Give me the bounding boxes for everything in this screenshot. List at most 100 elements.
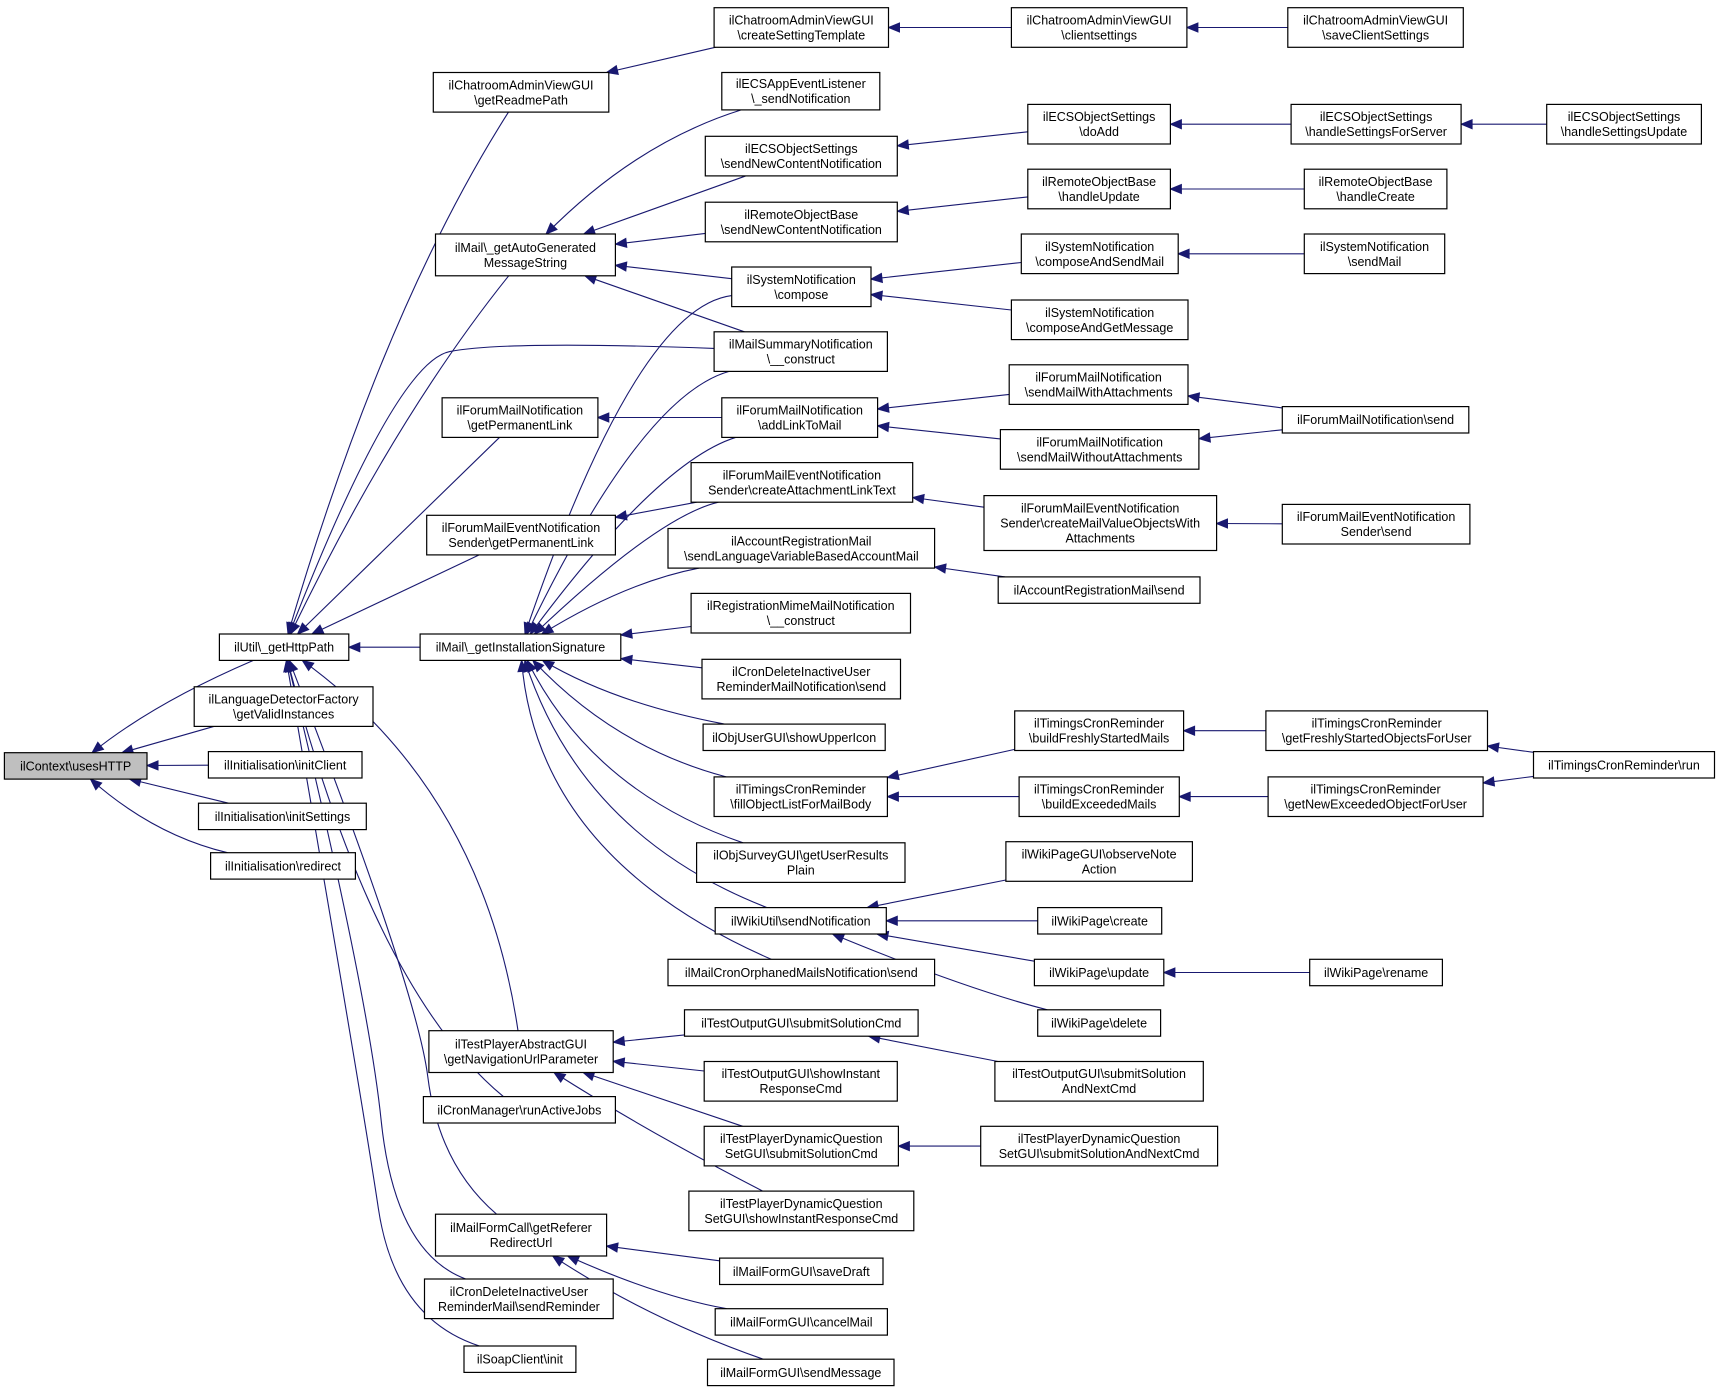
node-accsend[interactable]: ilAccountRegistrationMail\send xyxy=(997,576,1201,604)
arrowhead-timingsgetexceeded-to-timingsexceeded xyxy=(1177,791,1191,802)
node-label-line: ilChatroomAdminViewGUI xyxy=(449,78,594,92)
node-chatclient[interactable]: ilChatroomAdminViewGUI\clientsettings xyxy=(1010,7,1188,48)
node-remotecreate[interactable]: ilRemoteObjectBase\handleCreate xyxy=(1303,168,1448,210)
node-cancelmail[interactable]: ilMailFormGUI\cancelMail xyxy=(714,1308,889,1336)
node-syscomposeget[interactable]: ilSystemNotification\composeAndGetMessag… xyxy=(1010,299,1189,341)
node-syscomposesend[interactable]: ilSystemNotification\composeAndSendMail xyxy=(1020,233,1179,275)
arrowhead-timingsrun-to-timingsgetexceeded xyxy=(1481,776,1496,787)
node-timingsfresh[interactable]: ilTimingsCronReminder\buildFreshlyStarte… xyxy=(1014,710,1185,752)
node-box xyxy=(690,592,912,634)
node-label-line: \saveClientSettings xyxy=(1322,29,1429,43)
node-chatcreate[interactable]: ilChatroomAdminViewGUI\createSettingTemp… xyxy=(713,7,890,48)
arrowhead-syscomposeget-to-syscompose xyxy=(869,290,883,301)
arrowhead-syscompose-to-autogen xyxy=(614,261,628,272)
node-forumwithatt[interactable]: ilForumMailNotification\sendMailWithAtta… xyxy=(1008,364,1189,405)
node-forumperm[interactable]: ilForumMailNotification\getPermanentLink xyxy=(441,397,599,438)
node-redirect[interactable]: ilInitialisation\redirect xyxy=(210,852,357,880)
arrowhead-timingsfresh-to-timingsfill xyxy=(886,769,900,781)
node-box xyxy=(1281,503,1471,545)
node-timingsexceeded[interactable]: ilTimingsCronReminder\buildExceededMails xyxy=(1018,776,1180,818)
node-wikidelete[interactable]: ilWikiPage\delete xyxy=(1037,1009,1162,1037)
node-initsettings[interactable]: ilInitialisation\initSettings xyxy=(197,802,367,831)
node-label-line: ilECSObjectSettings xyxy=(1043,110,1156,124)
node-objuser[interactable]: ilObjUserGUI\showUpperIcon xyxy=(702,723,886,752)
arrowhead-wikirename-to-wikiupdate xyxy=(1162,967,1176,978)
arrowhead-syssendmail-to-syscomposesend xyxy=(1176,248,1190,260)
node-chatsave[interactable]: ilChatroomAdminViewGUI\saveClientSetting… xyxy=(1287,7,1464,48)
node-crondelrem[interactable]: ilCronDeleteInactiveUserReminderMail\sen… xyxy=(423,1278,614,1320)
node-box xyxy=(721,71,881,111)
node-label-line: \fillObjectListForMailBody xyxy=(730,798,872,812)
node-box xyxy=(1546,103,1702,145)
node-box xyxy=(1281,406,1470,434)
node-wikirename[interactable]: ilWikiPage\rename xyxy=(1309,958,1443,987)
node-testsubmitnext[interactable]: ilTestOutputGUI\submitSolutionAndNextCmd xyxy=(994,1060,1204,1102)
node-forumwithoutatt[interactable]: ilForumMailNotification\sendMailWithoutA… xyxy=(999,429,1200,470)
node-ecsserver[interactable]: ilECSObjectSettings\handleSettingsForSer… xyxy=(1290,103,1462,145)
node-readme[interactable]: ilChatroomAdminViewGUI\getReadmePath xyxy=(432,71,610,113)
node-label-line: ilTestPlayerDynamicQuestion xyxy=(720,1132,883,1146)
node-remoteupdate[interactable]: ilRemoteObjectBase\handleUpdate xyxy=(1027,168,1172,210)
node-timingsfill[interactable]: ilTimingsCronReminder\fillObjectListForM… xyxy=(713,776,888,818)
node-label-line: ilTestOutputGUI\showInstant xyxy=(722,1067,881,1081)
node-dynshow[interactable]: ilTestPlayerDynamicQuestionSetGUI\showIn… xyxy=(688,1190,915,1232)
node-wikiupdate[interactable]: ilWikiPage\update xyxy=(1033,958,1165,987)
node-cronrun[interactable]: ilCronManager\runActiveJobs xyxy=(422,1095,616,1124)
node-dynsubmit[interactable]: ilTestPlayerDynamicQuestionSetGUI\submit… xyxy=(703,1125,900,1167)
arrowhead-ecsapp-to-autogen xyxy=(545,222,558,235)
node-forumsend[interactable]: ilForumMailNotification\send xyxy=(1281,406,1470,434)
node-testsubmit[interactable]: ilTestOutputGUI\submitSolutionCmd xyxy=(683,1009,919,1037)
node-label-line: \handleUpdate xyxy=(1058,190,1139,204)
node-timingsrun[interactable]: ilTimingsCronReminder\run xyxy=(1532,750,1716,779)
node-langdetect[interactable]: ilLanguageDetectorFactory\getValidInstan… xyxy=(193,686,374,727)
node-ecsupdate[interactable]: ilECSObjectSettings\handleSettingsUpdate xyxy=(1546,103,1702,145)
edge-wikiupdate-to-wikisend xyxy=(876,933,1035,962)
arrowhead-timingsrun-to-timingsgetfresh xyxy=(1486,742,1500,753)
node-ecsapp[interactable]: ilECSAppEventListener\_sendNotification xyxy=(721,71,881,111)
node-label-line: \sendMail xyxy=(1348,255,1402,269)
arrowhead-regmime-to-instsig xyxy=(619,628,633,639)
node-mailsummary[interactable]: ilMailSummaryNotification\__construct xyxy=(713,331,888,372)
node-sendmsg[interactable]: ilMailFormGUI\sendMessage xyxy=(706,1358,895,1387)
node-forumevcreate[interactable]: ilForumMailEventNotificationSender\creat… xyxy=(983,495,1218,552)
node-soapinit[interactable]: ilSoapClient\init xyxy=(463,1345,577,1373)
node-wikicreate[interactable]: ilWikiPage\create xyxy=(1037,906,1163,935)
node-root[interactable]: ilContext\usesHTTP xyxy=(3,752,148,780)
node-label-line: ilECSAppEventListener xyxy=(736,77,866,91)
node-testshow[interactable]: ilTestOutputGUI\showInstantResponseCmd xyxy=(703,1060,898,1102)
edge-dynshow-to-testnav xyxy=(553,1071,764,1192)
node-forumaddlink[interactable]: ilForumMailNotification\addLinkToMail xyxy=(721,397,879,438)
node-instsig[interactable]: ilMail\_getInstallationSignature xyxy=(419,633,622,661)
node-timingsgetexceeded[interactable]: ilTimingsCronReminder\getNewExceededObje… xyxy=(1267,776,1484,818)
node-crondelsend[interactable]: ilCronDeleteInactiveUserReminderMailNoti… xyxy=(701,658,902,700)
node-label-line: ilWikiUtil\sendNotification xyxy=(731,914,871,928)
node-initclient[interactable]: ilInitialisation\initClient xyxy=(207,750,363,779)
node-cronorphan[interactable]: ilMailCronOrphanedMailsNotification\send xyxy=(667,958,936,987)
node-syscompose[interactable]: ilSystemNotification\compose xyxy=(731,266,872,308)
node-accreg[interactable]: ilAccountRegistrationMail\sendLanguageVa… xyxy=(667,527,936,569)
node-wikisend[interactable]: ilWikiUtil\sendNotification xyxy=(714,906,887,935)
node-testnav[interactable]: ilTestPlayerAbstractGUI\getNavigationUrl… xyxy=(428,1030,614,1074)
node-label-line: ilSystemNotification xyxy=(1045,306,1154,320)
node-forumevattach[interactable]: ilForumMailEventNotificationSender\creat… xyxy=(690,462,914,503)
node-ecssend[interactable]: ilECSObjectSettings\sendNewContentNotifi… xyxy=(704,135,898,177)
node-forumevperm[interactable]: ilForumMailEventNotificationSender\getPe… xyxy=(426,514,617,556)
node-label-line: AndNextCmd xyxy=(1062,1082,1136,1096)
node-remotesend[interactable]: ilRemoteObjectBase\sendNewContentNotific… xyxy=(704,201,898,243)
node-label-line: \handleCreate xyxy=(1336,190,1415,204)
node-regmime[interactable]: ilRegistrationMimeMailNotification\__con… xyxy=(690,592,912,634)
node-label-line: ilRegistrationMimeMailNotification xyxy=(707,599,895,613)
node-savedraft[interactable]: ilMailFormGUI\saveDraft xyxy=(718,1257,884,1286)
node-ecsdoadd[interactable]: ilECSObjectSettings\doAdd xyxy=(1027,103,1172,145)
node-dynsubmitnext[interactable]: ilTestPlayerDynamicQuestionSetGUI\submit… xyxy=(980,1125,1219,1167)
node-gethttppath[interactable]: ilUtil\_getHttpPath xyxy=(218,633,350,661)
node-label-line: \getValidInstances xyxy=(233,708,334,722)
arrowhead-remotecreate-to-remoteupdate xyxy=(1169,183,1182,195)
node-timingsgetfresh[interactable]: ilTimingsCronReminder\getFreshlyStartedO… xyxy=(1265,710,1489,752)
node-syssendmail[interactable]: ilSystemNotification\sendMail xyxy=(1303,233,1446,275)
